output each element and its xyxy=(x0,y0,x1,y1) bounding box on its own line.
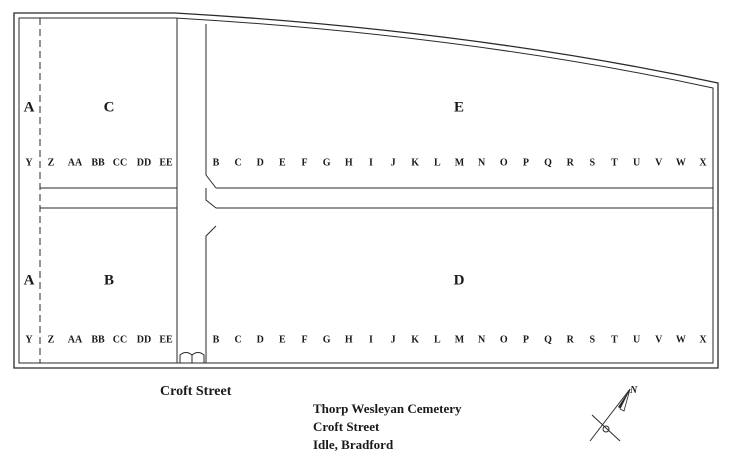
row-label-lower-left: CC xyxy=(112,334,128,346)
row-label-lower-left: AA xyxy=(67,334,83,346)
section-c-label: C xyxy=(103,99,115,116)
row-label-upper-right: F xyxy=(301,157,308,169)
row-label-upper-right: Q xyxy=(544,157,552,169)
row-label-upper-right: I xyxy=(369,157,373,169)
path-vertical-right-edge xyxy=(205,24,217,363)
row-label-lower-right: P xyxy=(522,334,529,346)
row-label-lower-right: E xyxy=(279,334,286,346)
row-label-lower-right: N xyxy=(477,334,486,346)
section-b-label: B xyxy=(103,272,115,289)
row-label-upper-right: G xyxy=(322,157,331,169)
section-a-upper-label: A xyxy=(23,99,35,116)
row-label-lower-left: DD xyxy=(136,334,152,346)
row-label-lower-right: D xyxy=(256,334,264,346)
compass-north-label: N xyxy=(630,385,638,396)
caption-line-1: Thorp Wesleyan Cemetery xyxy=(313,401,462,416)
gate-icon xyxy=(176,352,207,363)
row-label-upper-right: L xyxy=(434,157,441,169)
row-label-lower-right: F xyxy=(301,334,308,346)
row-label-lower-right: G xyxy=(322,334,331,346)
row-label-lower-right: I xyxy=(369,334,373,346)
path-junction xyxy=(176,188,217,209)
row-label-lower-right: O xyxy=(499,334,508,346)
row-label-upper-right: J xyxy=(390,157,396,169)
section-d-label: D xyxy=(453,272,465,289)
row-label-upper-left: Y xyxy=(25,157,33,169)
row-label-lower-left: EE xyxy=(159,334,173,346)
row-label-lower-right: Q xyxy=(544,334,552,346)
row-label-upper-right: U xyxy=(632,157,641,169)
row-label-lower-right: J xyxy=(390,334,396,346)
outer-boundary xyxy=(13,12,719,369)
row-label-lower-right: S xyxy=(589,334,596,346)
row-label-lower-right: C xyxy=(234,334,242,346)
path-horizontal-bottom xyxy=(40,207,178,226)
north-arrow-icon xyxy=(589,388,631,442)
row-label-upper-left: CC xyxy=(112,157,128,169)
row-label-upper-right: X xyxy=(699,157,707,169)
row-label-lower-right: V xyxy=(655,334,663,346)
row-label-lower-right: L xyxy=(434,334,441,346)
row-label-lower-right: B xyxy=(212,334,220,346)
row-label-lower-right: M xyxy=(454,334,465,346)
row-label-upper-right: E xyxy=(279,157,286,169)
inner-boundary xyxy=(18,17,714,364)
row-label-upper-right: P xyxy=(522,157,529,169)
section-e-label: E xyxy=(453,99,465,116)
row-label-upper-left: BB xyxy=(91,157,105,169)
row-label-upper-right: B xyxy=(212,157,220,169)
row-label-upper-right: D xyxy=(256,157,264,169)
row-label-upper-right: H xyxy=(344,157,353,169)
row-label-lower-right: W xyxy=(675,334,686,346)
row-label-lower-left: Y xyxy=(25,334,33,346)
caption-line-3: Idle, Bradford xyxy=(313,437,394,452)
section-a-lower-label: A xyxy=(23,272,35,289)
row-label-lower-left: BB xyxy=(91,334,105,346)
caption-line-2: Croft Street xyxy=(313,419,380,434)
row-label-upper-left: Z xyxy=(47,157,55,169)
row-label-lower-left: Z xyxy=(47,334,55,346)
row-label-upper-right: N xyxy=(477,157,486,169)
row-label-upper-right: T xyxy=(611,157,618,169)
row-label-upper-left: DD xyxy=(136,157,152,169)
map-caption: Thorp Wesleyan Cemetery Croft Street Idl… xyxy=(313,400,462,454)
row-label-upper-right: M xyxy=(454,157,465,169)
row-label-lower-right: T xyxy=(611,334,618,346)
row-label-upper-right: O xyxy=(499,157,508,169)
row-label-upper-right: S xyxy=(589,157,596,169)
row-label-lower-right: X xyxy=(699,334,707,346)
row-label-upper-left: EE xyxy=(159,157,173,169)
row-label-lower-right: K xyxy=(411,334,420,346)
row-label-upper-right: K xyxy=(411,157,420,169)
row-label-lower-right: R xyxy=(566,334,574,346)
street-label: Croft Street xyxy=(160,384,232,399)
row-label-upper-right: C xyxy=(234,157,242,169)
row-label-lower-right: H xyxy=(344,334,353,346)
row-label-upper-left: AA xyxy=(67,157,83,169)
row-label-upper-right: W xyxy=(675,157,686,169)
row-label-upper-right: V xyxy=(655,157,663,169)
row-label-upper-right: R xyxy=(566,157,574,169)
row-label-lower-right: U xyxy=(632,334,641,346)
